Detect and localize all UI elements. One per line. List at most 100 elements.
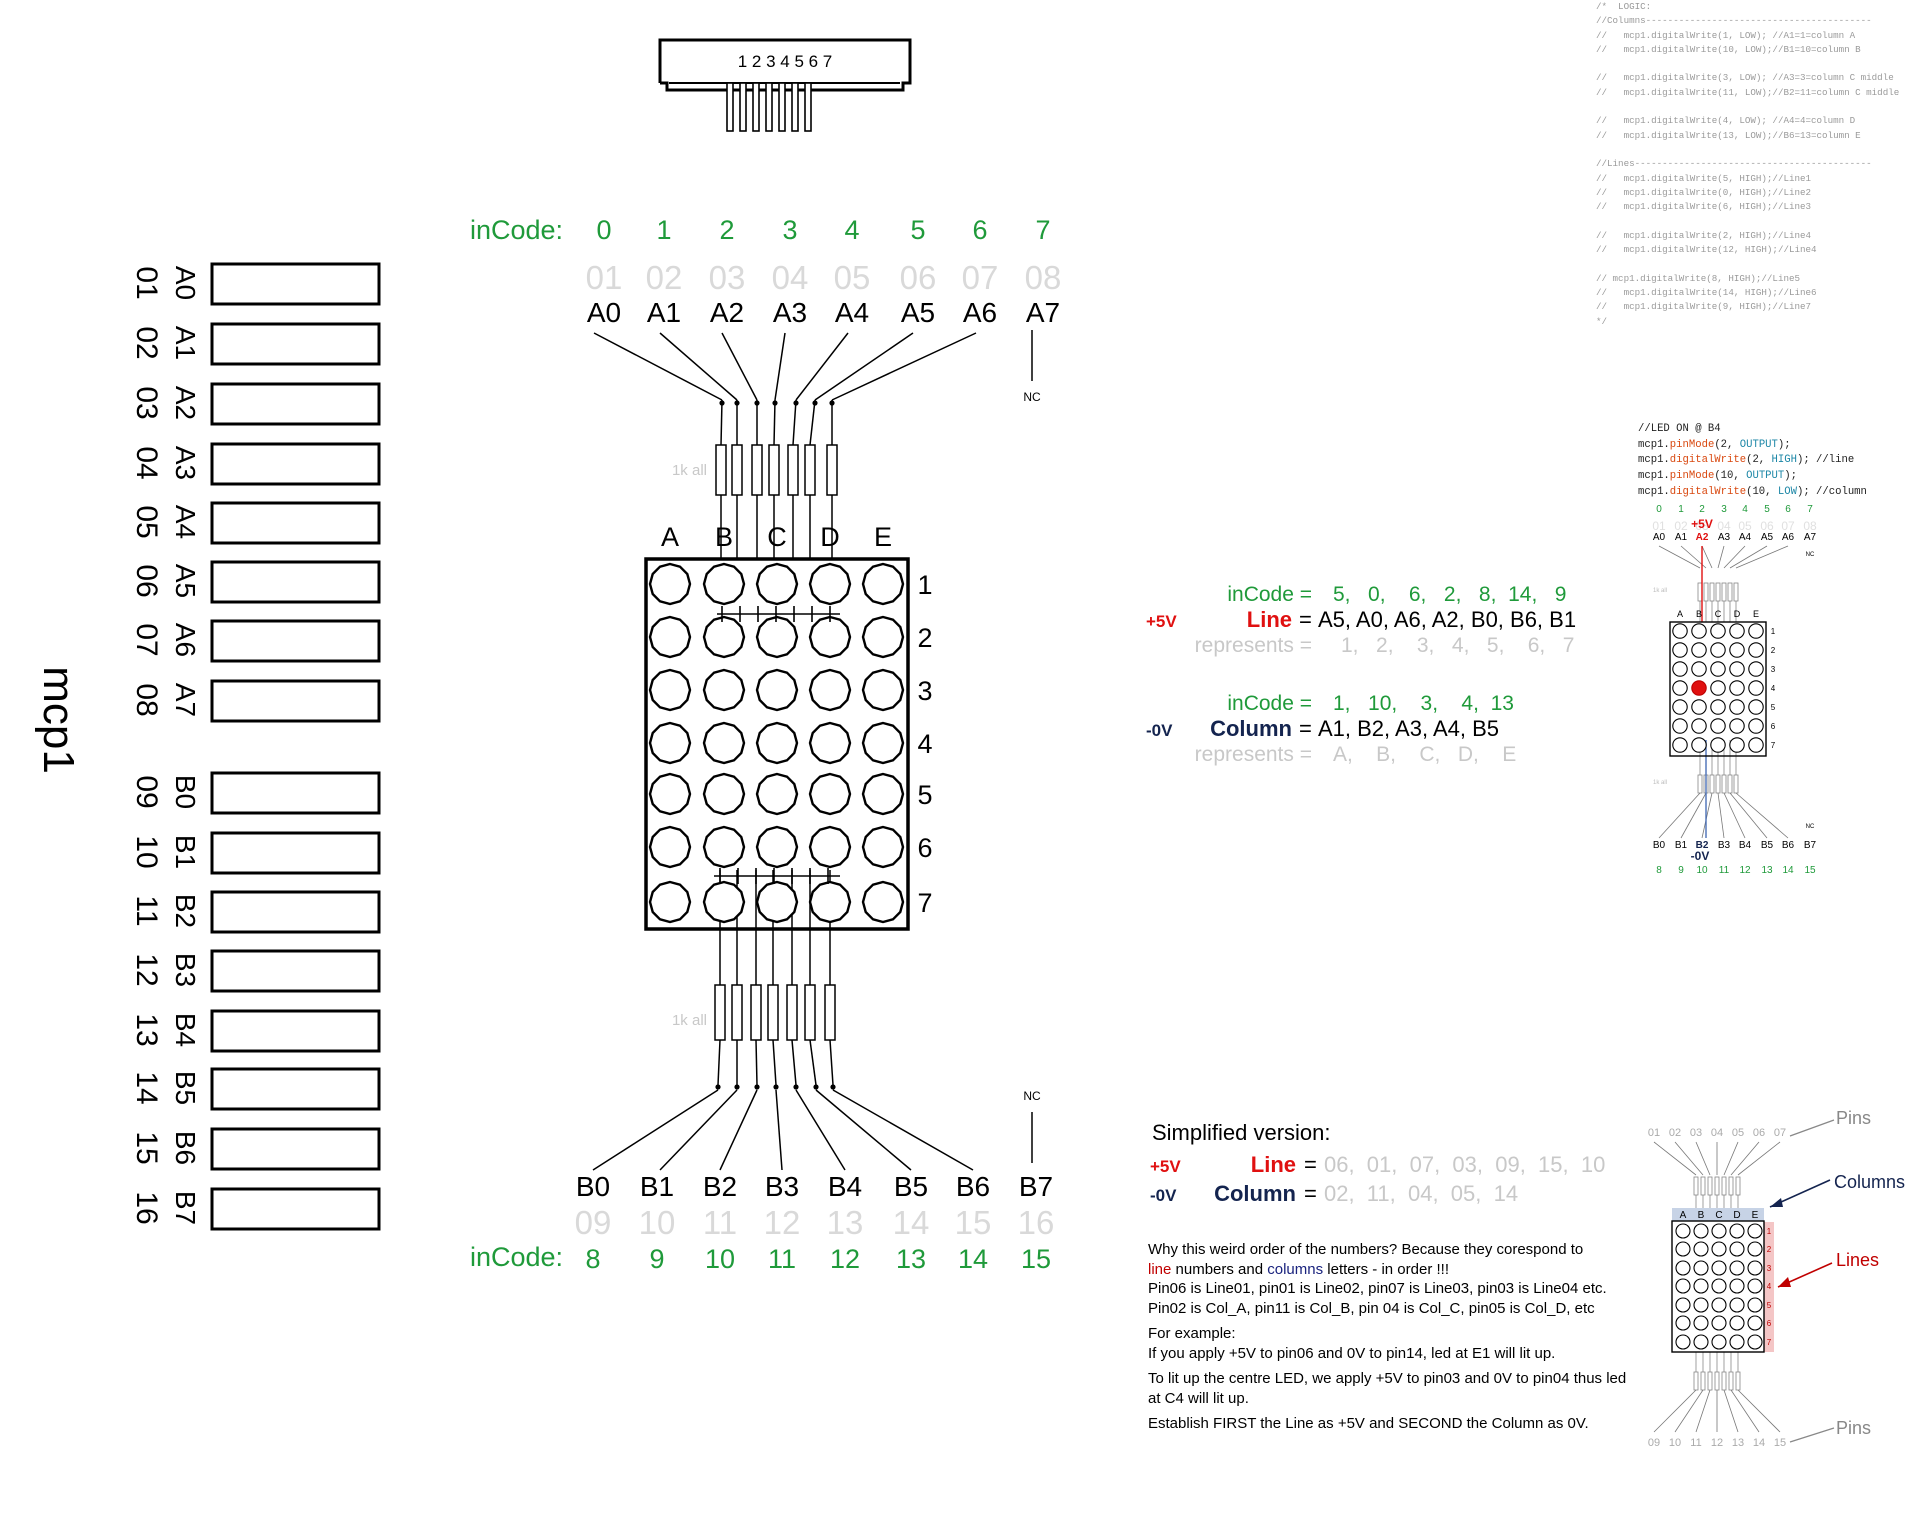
mcp-pin-number: 10 [130,835,163,868]
arrow-head [1770,1198,1783,1207]
port-label: A3 [773,297,807,328]
mini-wire [1723,545,1746,569]
mini-wire [1730,1389,1760,1433]
mini-pin: 02 [1669,1127,1681,1139]
led [861,825,905,869]
mini-led [1693,1223,1709,1239]
mini-led [1711,1334,1727,1350]
incode-number: 12 [830,1244,860,1274]
mcp-pin-port: B7 [170,1191,201,1225]
led [755,772,799,816]
mini-led [1747,1241,1763,1257]
mini-resistor [1709,582,1715,602]
incode-number: 5 [910,215,925,245]
mini-incode: 10 [1696,865,1708,876]
incode-number: 11 [768,1244,796,1274]
incode-number: 7 [1035,215,1050,245]
mini-resistor [1733,582,1739,602]
mini-wire [1658,545,1701,569]
wire [809,399,816,446]
logic-code-line: // mcp1.digitalWrite(5, HIGH);//Line1 [1596,172,1812,184]
line-represents-values: 1, 2, 3, 4, 5, 6, 7 [1341,634,1574,657]
resistor [767,984,779,1041]
wire [791,1039,797,1086]
mcp-pin-number: 01 [130,266,163,299]
logic-code-line: //Lines---------------------------------… [1596,158,1872,170]
mini-pin: 04 [1711,1127,1723,1139]
code-token: ); //line [1796,454,1855,467]
code-token: mcp1. [1638,485,1670,498]
port-label: B0 [576,1171,610,1202]
mini-led [1672,718,1688,734]
junction-dot [734,1084,740,1090]
mini-led [1675,1334,1691,1350]
mini-col-label: D [1734,609,1741,619]
code-token: (10, [1714,470,1747,483]
column-incode-label: inCode = [1227,692,1312,715]
wire [795,1089,846,1171]
junction-dot [813,1084,819,1090]
logic-code-line: // mcp1.digitalWrite(2, HIGH);//Line4 [1596,229,1812,241]
logic-code-line: // mcp1.digitalWrite(4, LOW); //A4=4=col… [1596,115,1856,127]
mini-led [1672,680,1688,696]
wire [717,1039,721,1086]
mini-resistor [1715,774,1721,794]
mini-wire [1717,792,1725,839]
incode-number: 15 [1021,1244,1051,1274]
incode-number: 13 [896,1244,926,1274]
mini-col-label: C [1715,609,1722,619]
logic-code-line: // mcp1.digitalWrite(3, LOW); //A3=3=col… [1596,72,1894,84]
led [861,772,905,816]
led [808,615,852,659]
mini-incode: 0 [1656,504,1662,515]
logic-code-line: //Columns-------------------------------… [1596,15,1872,27]
port-label: A5 [901,297,935,328]
junction-dot [734,400,740,406]
mini-incode: 15 [1804,865,1816,876]
top-nc-label: NC [1023,390,1041,404]
mcp-pin-port: A0 [170,266,201,300]
mini-led [1710,737,1726,753]
mini-matrix-frame [1669,621,1767,757]
mini-pin: 03 [1690,1127,1702,1139]
resistor [731,984,743,1041]
mini-col-label: E [1752,1210,1759,1221]
mini-led [1693,1297,1709,1313]
resistor [715,444,727,496]
junction-dot [812,400,818,406]
mcp-pin-box [210,619,381,663]
pin-number: 10 [639,1204,676,1241]
mini-led [1693,1315,1709,1331]
mini-led-lit [1691,680,1707,696]
mini-wire [1737,1389,1781,1433]
mini-pin: 10 [1669,1437,1681,1449]
line-voltage: +5V [1146,612,1177,631]
incode-number: 2 [719,215,734,245]
mini-row-label: 2 [1771,646,1776,655]
mini-wire [1695,1141,1711,1176]
resistor [714,984,726,1041]
mcp-pin-port: A3 [170,446,201,480]
simplified-version: Simplified version: +5V Line = 06, 01, 0… [1150,1120,1605,1206]
led-code-comment: //LED ON @ B4 [1638,422,1721,435]
mini-col-label: B [1696,609,1702,619]
junction-dot [793,400,799,406]
incode-number: 0 [596,215,611,245]
mini-row-label: 4 [1767,1282,1772,1291]
mcp-pin-number: 16 [130,1191,163,1224]
mini-pin: 05 [1732,1127,1744,1139]
explanation-example-title: For example: [1148,1325,1236,1342]
mini-port: B5 [1761,840,1774,851]
led [861,880,905,924]
pin-number: 04 [772,259,809,296]
matrix-column-label: C [767,522,787,552]
mini-led [1672,661,1688,677]
mini-wire [1723,1141,1739,1176]
mini-led [1691,642,1707,658]
mini-top-voltage: +5V [1691,517,1713,531]
mini-port: B4 [1739,840,1752,851]
led [648,772,692,816]
mini-bottom-voltage: -0V [1691,849,1710,863]
port-label: A1 [647,297,681,328]
mini-wire [1729,545,1768,569]
